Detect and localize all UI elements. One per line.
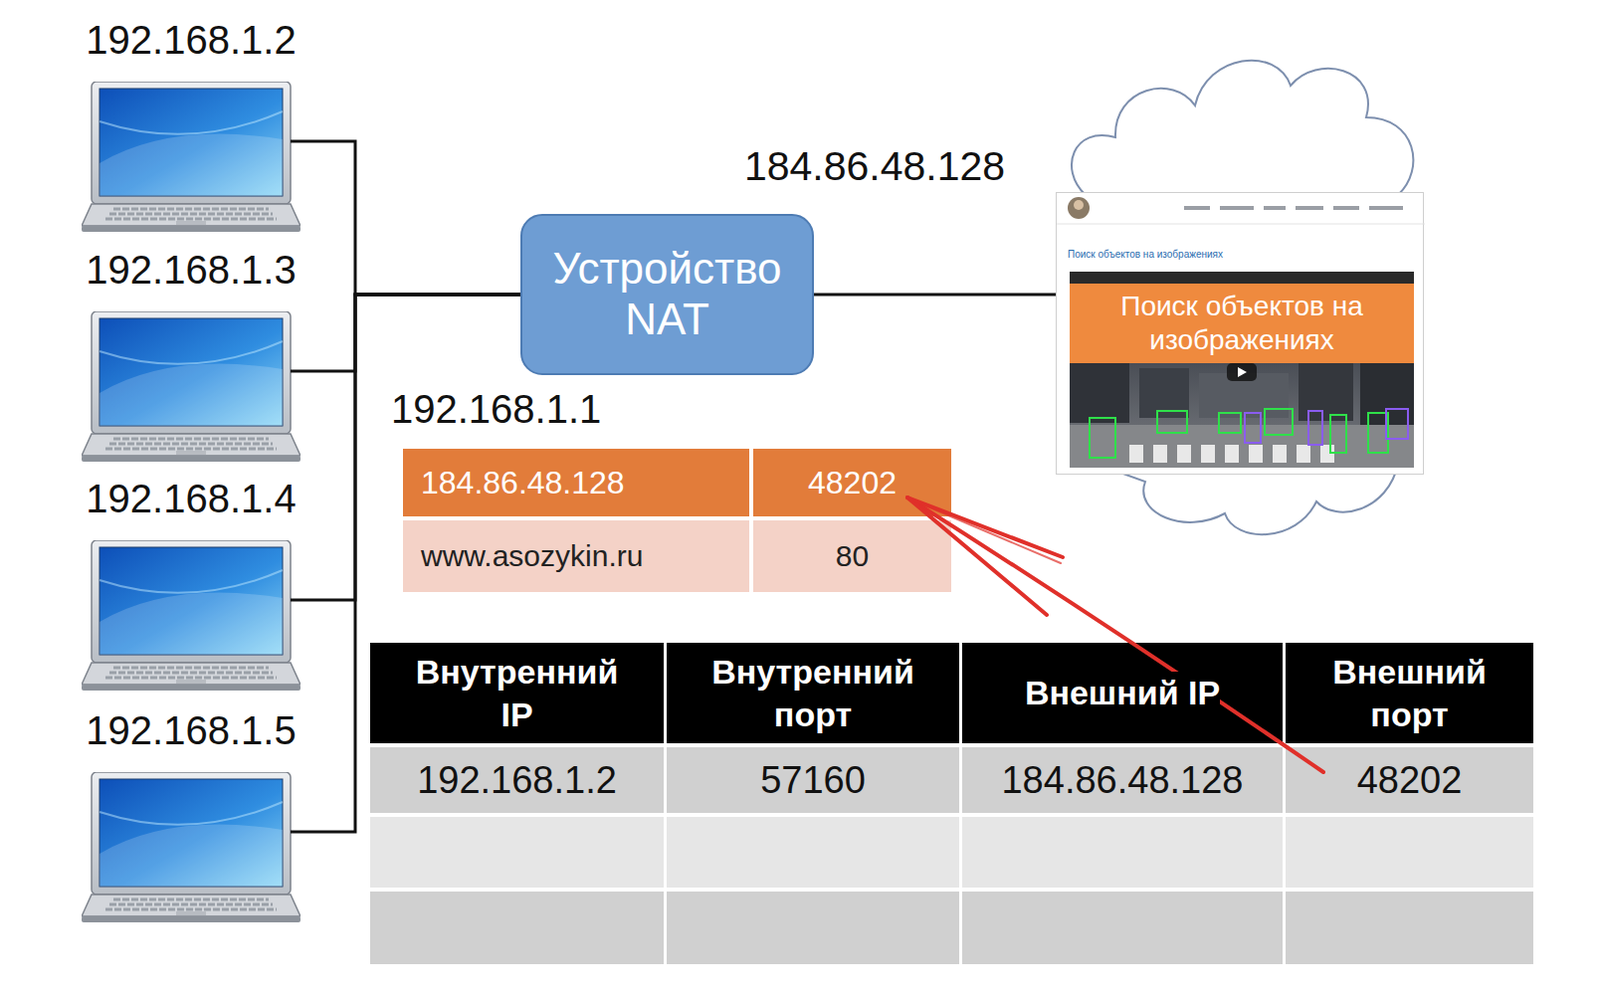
laptop-illustration [81, 311, 301, 463]
street-photo [1069, 363, 1414, 468]
table-cell-text: 184.86.48.128 [1000, 759, 1243, 802]
table-header-cell: Внешний IP [962, 642, 1283, 744]
edge-label: 184.86.48.128 [744, 143, 1005, 190]
network-wire [813, 293, 1056, 297]
ip-label: 192.168.1.5 [81, 707, 301, 754]
street-holder [1069, 363, 1414, 468]
table-cell-text: 57160 [760, 759, 866, 802]
laptop-illustration [81, 540, 301, 692]
computer-node: 192.168.1.2 [81, 16, 301, 233]
nat-device-box: Устройство NAT [520, 213, 814, 376]
packet-port: 80 [835, 539, 869, 574]
video-title: Поиск объектов на изображениях [1069, 283, 1414, 364]
label-holder: 192.168.1.1 [391, 386, 601, 432]
table-cell [1285, 891, 1534, 965]
box-text: Устройство NAT [538, 243, 798, 345]
packet-ip: 184.86.48.128 [420, 464, 625, 502]
ip-label: 192.168.1.3 [81, 246, 301, 293]
network-wire [300, 294, 521, 372]
table-header-cell: Внутренний IP [370, 642, 664, 744]
table-header: Внешний IP [1024, 671, 1220, 715]
network-wire [300, 141, 521, 295]
laptop-holder [81, 772, 301, 924]
video-title-bar [1069, 271, 1414, 284]
table-header-cell: Внешний порт [1285, 642, 1534, 744]
computer-node: 192.168.1.4 [81, 475, 301, 692]
table-cell [962, 816, 1283, 888]
internet-cloud: Поиск объектов на изображениях [1055, 45, 1424, 542]
table-cell-text: 192.168.1.2 [416, 759, 617, 802]
ip-label: 192.168.1.2 [81, 16, 301, 63]
page-link-text: Поиск объектов на изображениях [1067, 248, 1223, 260]
ip-label: 192.168.1.1 [391, 387, 601, 431]
table-cell [1285, 816, 1534, 888]
table-header: Внешний порт [1297, 650, 1522, 736]
table-cell [370, 891, 664, 965]
packet-cell: 184.86.48.128 [402, 448, 750, 517]
laptop-holder [81, 311, 301, 463]
laptop-holder [81, 81, 301, 233]
label-holder: 184.86.48.128 [744, 142, 1005, 191]
table-header-cell: Внутренний порт [666, 642, 960, 744]
video-frame: Поиск объектов на изображениях [1069, 271, 1414, 468]
packet-cell: 48202 [753, 448, 952, 517]
ip-label: 192.168.1.4 [81, 475, 301, 522]
table-cell: 48202 [1285, 747, 1534, 813]
laptop-illustration [81, 81, 301, 233]
laptop-holder [81, 540, 301, 692]
packet-cell: www.asozykin.ru [402, 520, 750, 593]
table-cell [370, 816, 664, 888]
page-header [1056, 193, 1425, 227]
computer-node: 192.168.1.3 [81, 246, 301, 463]
packet-host: www.asozykin.ru [420, 539, 643, 574]
table-cell: 192.168.1.2 [370, 747, 664, 813]
table-cell-text: 48202 [1357, 759, 1463, 802]
table-cell [962, 891, 1283, 965]
table-header: Внутренний порт [701, 650, 926, 736]
table-header: Внутренний IP [404, 650, 629, 736]
packet-port: 48202 [807, 464, 897, 502]
website-screenshot: Поиск объектов на изображениях [1055, 192, 1424, 475]
laptop-illustration [81, 772, 301, 924]
table-cell [666, 891, 960, 965]
computer-node: 192.168.1.5 [81, 707, 301, 924]
packet-cell: 80 [753, 520, 952, 593]
table-cell [666, 816, 960, 888]
table-cell: 57160 [666, 747, 960, 813]
table-cell: 184.86.48.128 [962, 747, 1283, 813]
